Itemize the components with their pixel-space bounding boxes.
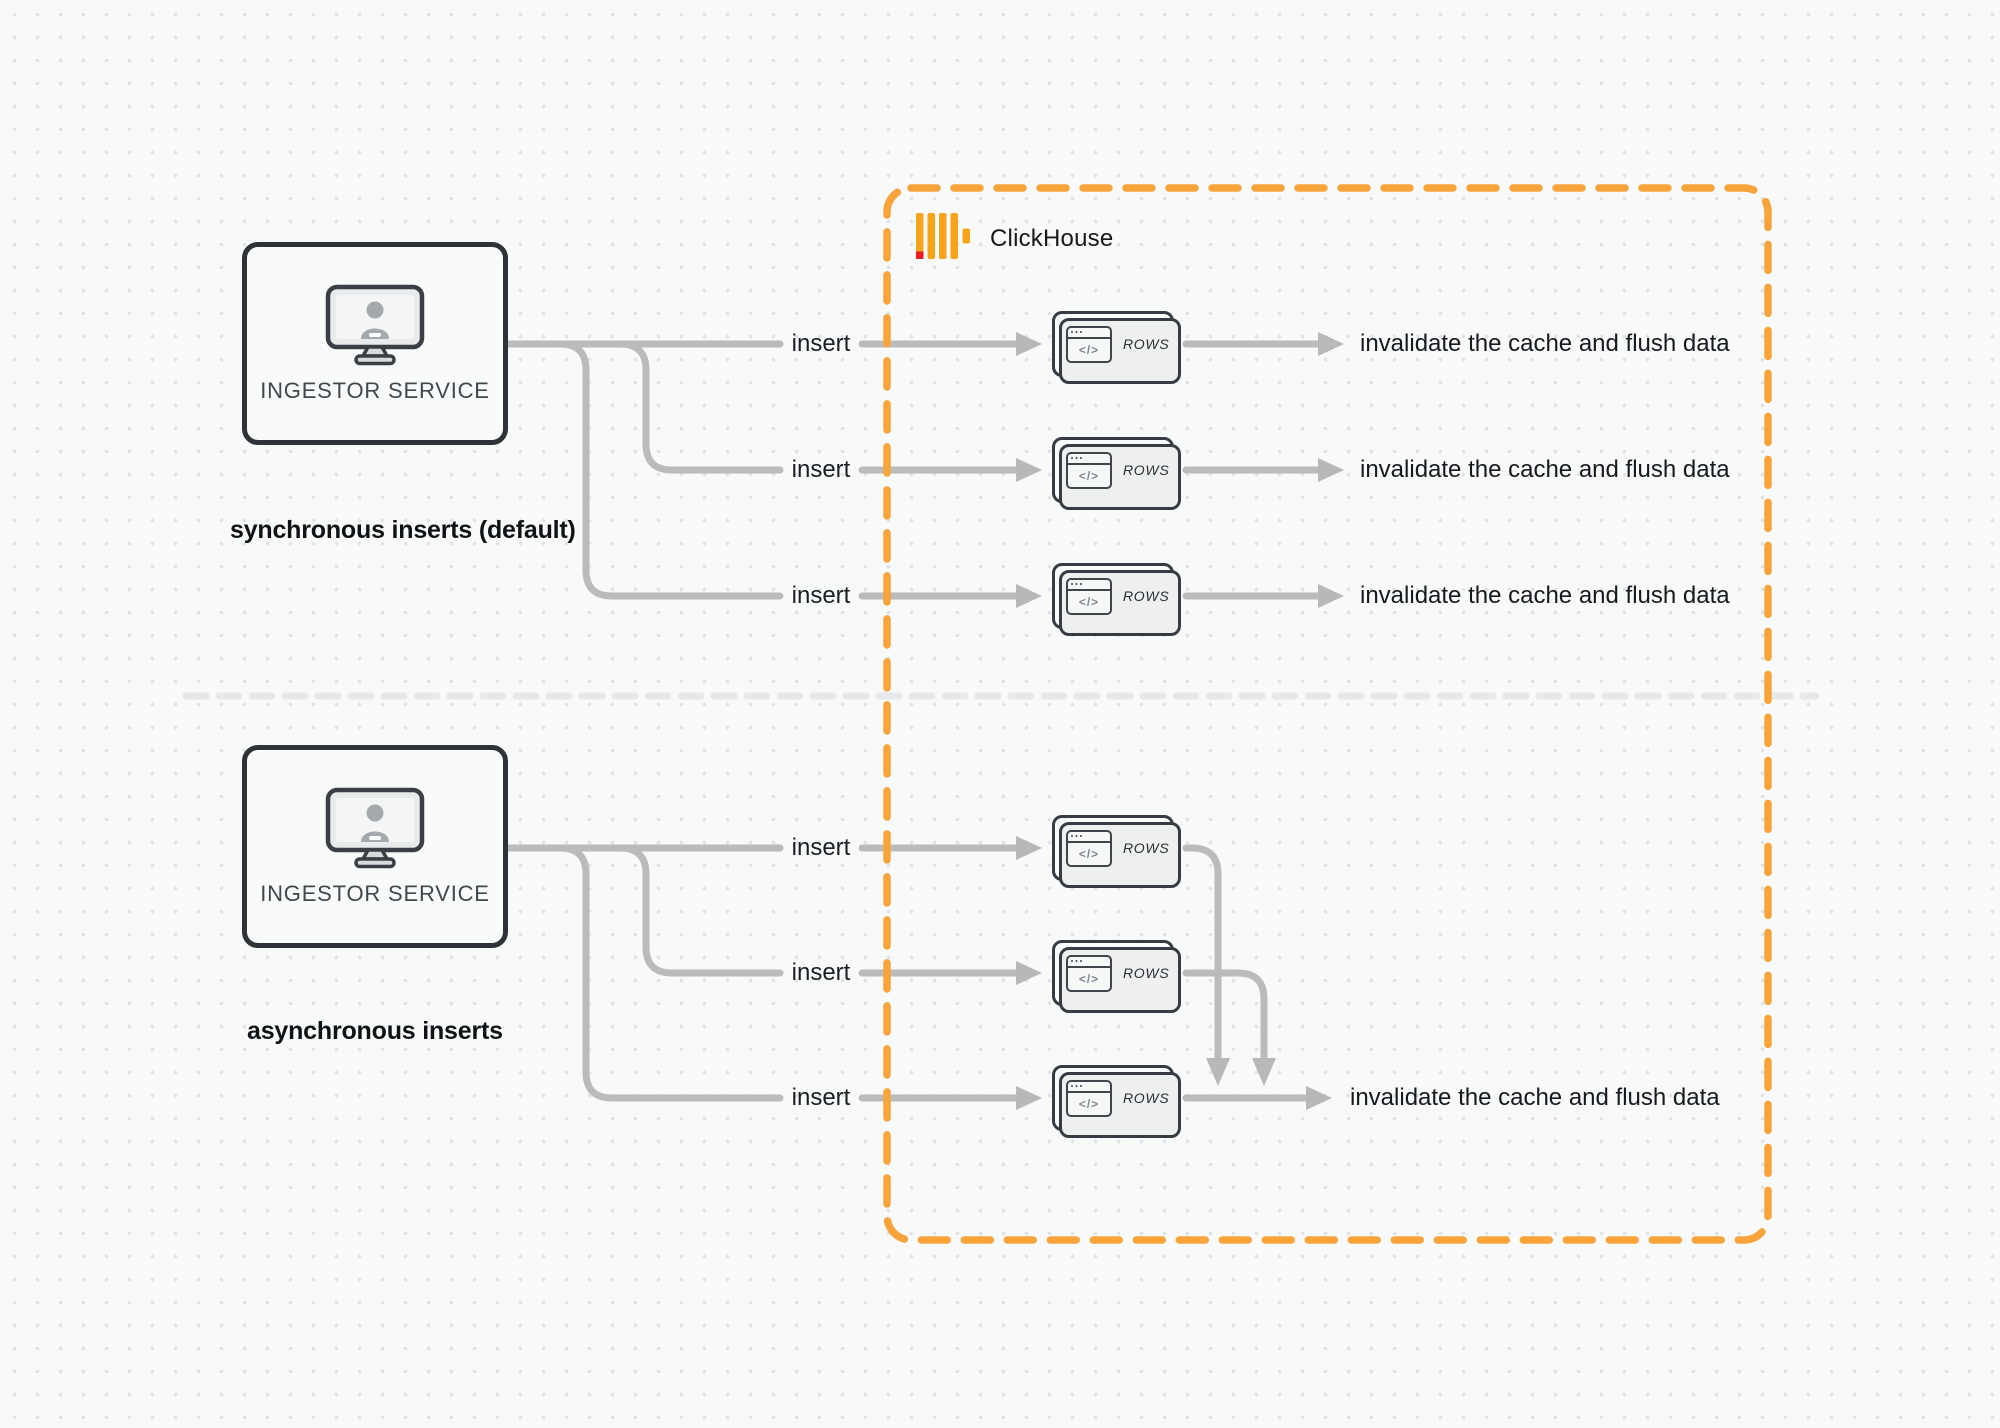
ingestor-service-label: INGESTOR SERVICE	[260, 377, 490, 403]
arrowhead-sync-out-2	[1318, 458, 1344, 482]
ingestor-service-box-async: INGESTOR SERVICE	[242, 745, 508, 948]
code-glyph: </>	[1078, 846, 1100, 861]
rows-label: ROWS	[1123, 840, 1170, 856]
async-section-label: asynchronous inserts	[247, 1017, 503, 1045]
arrowhead-sync-out-3	[1318, 584, 1344, 608]
connectors	[502, 340, 1322, 1102]
rows-label: ROWS	[1123, 588, 1170, 604]
arrowheads	[1016, 332, 1344, 1110]
arrowhead-async-out	[1306, 1086, 1332, 1110]
ingestor-service-box-sync: INGESTOR SERVICE	[242, 242, 508, 445]
rows-card-async-2: </> ROWS	[1052, 940, 1181, 1013]
rows-card-sync-1: </> ROWS	[1052, 311, 1181, 384]
monitor-user-icon	[325, 787, 425, 868]
rows-card-async-3: </> ROWS	[1052, 1065, 1181, 1138]
code-glyph: </>	[1078, 468, 1100, 483]
code-window-icon: </>	[1066, 1079, 1112, 1117]
clickhouse-wordmark: ClickHouse	[990, 225, 1114, 252]
arrowhead-sync-out-1	[1318, 332, 1344, 356]
code-window-icon: </>	[1066, 954, 1112, 992]
ingestor-service-label: INGESTOR SERVICE	[260, 880, 490, 906]
insert-label-async-1: insert	[791, 834, 851, 861]
rows-label: ROWS	[1123, 336, 1170, 352]
rows-label: ROWS	[1123, 462, 1170, 478]
insert-label-async-2: insert	[791, 959, 851, 986]
invalidate-label-sync-3: invalidate the cache and flush data	[1360, 582, 1730, 609]
arrowhead-async-in-2	[1016, 961, 1042, 985]
arrowhead-async-merge-2	[1252, 1058, 1276, 1086]
sync-branch-row2	[616, 340, 784, 474]
code-window-icon: </>	[1066, 325, 1112, 363]
clickhouse-bars-icon	[916, 213, 970, 259]
code-glyph: </>	[1078, 1096, 1100, 1111]
async-merge-row2	[1182, 969, 1268, 1062]
invalidate-label-sync-2: invalidate the cache and flush data	[1360, 456, 1730, 483]
rows-card-sync-3: </> ROWS	[1052, 563, 1181, 636]
insert-label-async-3: insert	[791, 1084, 851, 1111]
code-glyph: </>	[1078, 594, 1100, 609]
async-merge-row1	[1182, 844, 1222, 1062]
arrowhead-sync-in-3	[1016, 584, 1042, 608]
arrowhead-sync-in-1	[1016, 332, 1042, 356]
invalidate-label-sync-1: invalidate the cache and flush data	[1360, 330, 1730, 357]
insert-label-sync-3: insert	[791, 582, 851, 609]
code-window-icon: </>	[1066, 451, 1112, 489]
monitor-user-icon	[325, 284, 425, 365]
async-branch-row3	[556, 844, 784, 1102]
clickhouse-logo: ClickHouse	[916, 213, 1113, 265]
code-window-icon: </>	[1066, 829, 1112, 867]
rows-label: ROWS	[1123, 1090, 1170, 1106]
async-branch-row2	[616, 844, 784, 977]
rows-card-sync-2: </> ROWS	[1052, 437, 1181, 510]
rows-card-async-1: </> ROWS	[1052, 815, 1181, 888]
sync-branch-row3	[556, 340, 784, 600]
rows-label: ROWS	[1123, 965, 1170, 981]
arrowhead-async-in-3	[1016, 1086, 1042, 1110]
clickhouse-boundary	[883, 184, 1772, 1244]
arrowhead-async-in-1	[1016, 836, 1042, 860]
sync-section-label: synchronous inserts (default)	[230, 516, 576, 544]
code-window-icon: </>	[1066, 577, 1112, 615]
code-glyph: </>	[1078, 971, 1100, 986]
invalidate-label-async: invalidate the cache and flush data	[1350, 1084, 1720, 1111]
insert-label-sync-2: insert	[791, 456, 851, 483]
insert-label-sync-1: insert	[791, 330, 851, 357]
arrowhead-async-merge-1	[1206, 1058, 1230, 1086]
code-glyph: </>	[1078, 342, 1100, 357]
arrowhead-sync-in-2	[1016, 458, 1042, 482]
